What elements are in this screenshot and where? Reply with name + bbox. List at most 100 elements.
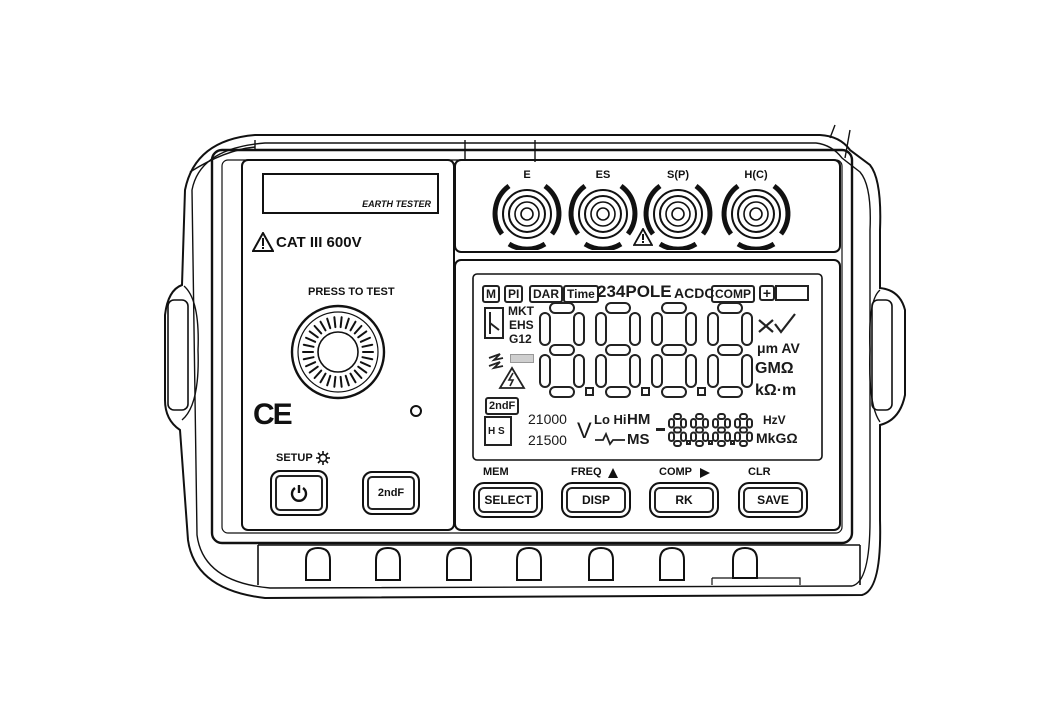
lcd-segment — [703, 419, 708, 428]
button-top-label-3: CLR — [748, 466, 771, 478]
lcd-segment — [669, 419, 674, 428]
terminal-jack-e[interactable] — [489, 174, 565, 250]
lcd-decimal-point — [586, 388, 593, 395]
lcd-segment — [606, 303, 630, 313]
lcd-segment — [708, 313, 718, 345]
lcd-freq-bottom: 21500 — [528, 432, 567, 448]
lcd-standard-mkt: MKT — [508, 304, 534, 318]
lcd-segment — [540, 313, 550, 345]
lcd-segment — [674, 428, 681, 433]
backlight-icon — [315, 450, 331, 466]
button-save[interactable]: SAVE — [738, 482, 808, 518]
lcd-flag-pi: PI — [504, 285, 523, 303]
lcd-unit-hz-v: HzV — [763, 413, 786, 427]
lcd-segment — [740, 428, 747, 433]
lcd-segment — [674, 414, 681, 419]
lcd-segment — [713, 419, 718, 428]
lcd-unit-k-ohm-m: kΩ·m — [755, 382, 796, 400]
lcd-main-digits — [534, 300, 759, 402]
lcd-segment — [742, 313, 752, 345]
button-rk[interactable]: RK — [649, 482, 719, 518]
label-panel-text: EARTH TESTER — [362, 199, 431, 209]
lcd-segment — [596, 355, 606, 387]
lcd-segment — [718, 345, 742, 355]
lcd-segment — [703, 433, 708, 442]
lcd-segment — [681, 433, 686, 442]
lcd-volt-symbol: V — [577, 418, 592, 444]
button-select[interactable]: SELECT — [473, 482, 543, 518]
lcd-segment — [630, 355, 640, 387]
lcd-segment — [735, 433, 740, 442]
lcd-low-battery-bar — [510, 354, 534, 363]
terminal-jack-hc[interactable] — [718, 174, 794, 250]
lcd-unit-gm-ohm: GMΩ — [755, 360, 794, 378]
category-rating: CAT III 600V — [276, 234, 362, 251]
lcd-segment — [718, 387, 742, 397]
lcd-high-voltage-icon — [498, 366, 526, 390]
lcd-standard-ehs: EHS — [509, 318, 534, 332]
warning-icon — [252, 232, 274, 252]
power-button[interactable] — [270, 470, 328, 516]
lcd-segment — [718, 428, 725, 433]
lcd-segment — [652, 313, 662, 345]
button-disp[interactable]: DISP — [561, 482, 631, 518]
button-top-label-2: COMP — [659, 466, 692, 478]
lcd-segment — [669, 433, 674, 442]
lcd-decimal-point — [731, 441, 734, 444]
lcd-lo-hi: Lo Hi — [594, 412, 627, 427]
lcd-second-function: 2ndF — [485, 397, 519, 415]
lcd-segment — [691, 419, 696, 428]
lcd-segment — [652, 355, 662, 387]
lcd-hm-text: HM — [627, 411, 650, 428]
lcd-minus-sign — [656, 428, 665, 431]
lcd-segment — [747, 419, 752, 428]
lcd-segment — [740, 441, 747, 446]
lcd-segment — [606, 345, 630, 355]
lcd-segment — [718, 303, 742, 313]
lcd-acdc-text: ACDC — [674, 285, 714, 301]
knob-ridge — [334, 377, 335, 387]
lcd-standard-g12: G12 — [509, 332, 532, 346]
terminal-jack-es[interactable] — [565, 174, 641, 250]
button-top-label-1: FREQ — [571, 466, 602, 478]
lcd-pole-text: 234POLE — [597, 282, 672, 302]
lcd-segment — [662, 345, 686, 355]
lcd-segment — [747, 433, 752, 442]
lcd-segment — [725, 419, 730, 428]
lcd-decimal-point — [709, 441, 712, 444]
ce-mark: CE — [253, 398, 291, 432]
lcd-segment — [718, 441, 725, 446]
setup-label: SETUP — [276, 452, 313, 464]
lcd-check-mark-icon — [757, 312, 797, 334]
lcd-segment — [606, 387, 630, 397]
lcd-segment — [686, 355, 696, 387]
lcd-segment — [574, 355, 584, 387]
press-to-test-label: PRESS TO TEST — [308, 286, 395, 298]
lcd-segment — [718, 414, 725, 419]
lcd-unit-um-av: μm AV — [757, 340, 800, 356]
second-function-button[interactable]: 2ndF — [362, 471, 420, 515]
lcd-hs-icon: H S — [484, 416, 512, 446]
lcd-segment — [696, 414, 703, 419]
lcd-segment — [735, 419, 740, 428]
triangle-right-icon — [699, 467, 711, 479]
button-top-label-0: MEM — [483, 466, 509, 478]
lcd-segment — [574, 313, 584, 345]
knob-ridge — [334, 317, 335, 327]
knob-ridge — [341, 317, 342, 327]
lcd-segment — [550, 345, 574, 355]
lcd-decimal-point — [698, 388, 705, 395]
lcd-segment — [686, 313, 696, 345]
lcd-waveform-icon — [594, 432, 626, 446]
lcd-flag-m: M — [482, 285, 500, 303]
label-panel: EARTH TESTER — [262, 173, 439, 214]
lcd-unit-mk-g-ohm: MkGΩ — [756, 430, 798, 446]
lcd-segment — [691, 433, 696, 442]
lcd-segment — [708, 355, 718, 387]
lcd-segment — [662, 303, 686, 313]
knob-ridge — [341, 377, 342, 387]
lcd-segment — [596, 313, 606, 345]
lcd-segment — [740, 414, 747, 419]
lcd-segment — [550, 387, 574, 397]
test-knob[interactable] — [290, 304, 386, 400]
